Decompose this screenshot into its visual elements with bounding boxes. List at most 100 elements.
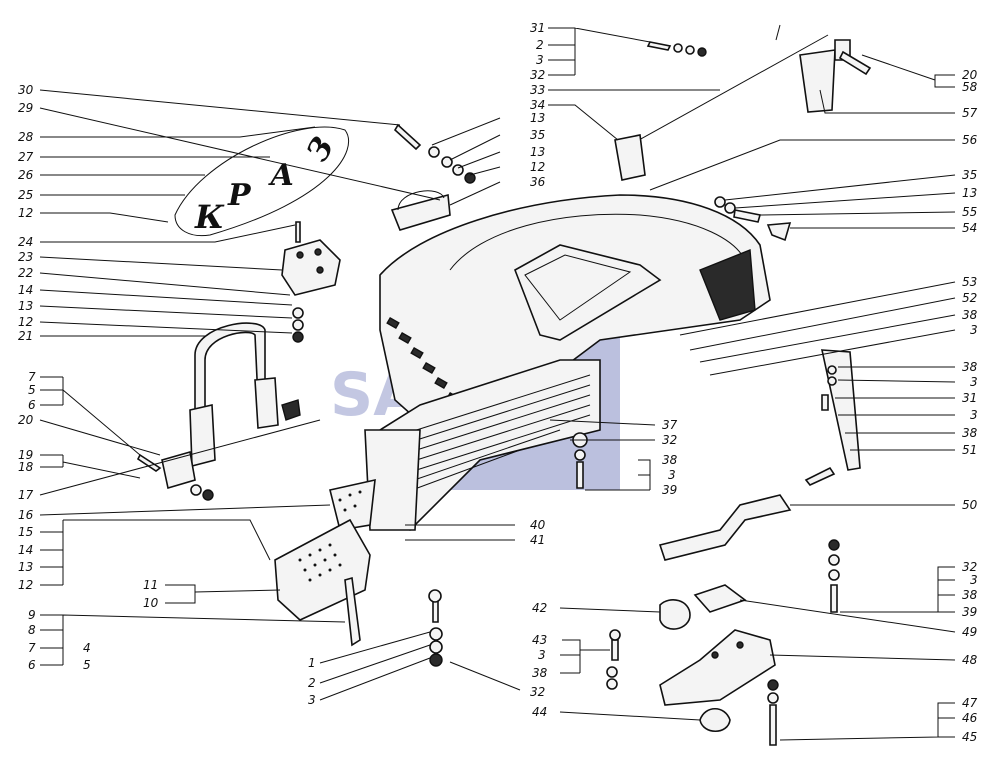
- callout-7: 7: [28, 641, 36, 655]
- callout-3: 3: [536, 53, 544, 67]
- callout-35: 35: [530, 128, 545, 142]
- callout-54: 54: [962, 221, 977, 235]
- callout-28: 28: [18, 130, 34, 144]
- callout-17: 17: [18, 488, 34, 502]
- callout-36: 36: [530, 175, 546, 189]
- callout-12: 12: [18, 315, 33, 329]
- callout-3: 3: [970, 375, 978, 389]
- callout-5: 5: [28, 383, 36, 397]
- callout-6: 6: [28, 658, 36, 672]
- callout-58: 58: [962, 80, 978, 94]
- lower-brackets: [606, 494, 792, 733]
- callout-11: 11: [143, 578, 158, 592]
- callout-8: 8: [28, 623, 36, 637]
- callout-48: 48: [962, 653, 978, 667]
- handle-part: [390, 190, 451, 231]
- bolt-washer-stack: [428, 589, 443, 667]
- callout-13: 13: [962, 186, 977, 200]
- callout-21: 21: [18, 329, 33, 343]
- callout-37: 37: [662, 418, 678, 432]
- right-support: [804, 349, 861, 486]
- callout-14: 14: [18, 543, 33, 557]
- callout-5: 5: [83, 658, 91, 672]
- top-left-fasteners: [393, 123, 476, 184]
- hinge-fasteners: [136, 450, 214, 501]
- callout-45: 45: [962, 730, 977, 744]
- callout-12: 12: [530, 160, 545, 174]
- callout-26: 26: [18, 168, 34, 182]
- callout-43: 43: [532, 633, 547, 647]
- right-top-fasteners: [714, 196, 792, 242]
- callout-3: 3: [970, 573, 978, 587]
- callout-4: 4: [83, 641, 91, 655]
- brand-letter-r: Р: [227, 178, 252, 213]
- callout-38: 38: [532, 666, 548, 680]
- callout-31: 31: [962, 391, 977, 405]
- center-bolt-stack: [572, 432, 588, 489]
- callout-20: 20: [962, 68, 978, 82]
- callout-39: 39: [662, 483, 677, 497]
- bracket-part: [281, 221, 341, 343]
- callout-9: 9: [28, 608, 36, 622]
- callout-6: 6: [28, 398, 36, 412]
- callout-14: 14: [18, 283, 33, 297]
- callout-32: 32: [530, 685, 545, 699]
- callout-41: 41: [530, 533, 545, 547]
- callout-3: 3: [970, 323, 978, 337]
- callout-39: 39: [962, 605, 977, 619]
- callout-3: 3: [308, 693, 316, 707]
- callout-49: 49: [962, 625, 977, 639]
- callout-3: 3: [668, 468, 676, 482]
- callout-labels: 30 29 28 27 26 25 12 24 23 22 14 13 12 2…: [18, 21, 978, 744]
- callout-16: 16: [18, 508, 34, 522]
- callout-35: 35: [962, 168, 977, 182]
- callout-10: 10: [143, 596, 159, 610]
- callout-24: 24: [18, 235, 33, 249]
- callout-29: 29: [18, 101, 33, 115]
- callout-15: 15: [18, 525, 33, 539]
- step-panel: [274, 429, 421, 647]
- callout-22: 22: [18, 266, 33, 280]
- brand-letter-k: К: [194, 198, 225, 236]
- callout-47: 47: [962, 696, 978, 710]
- callout-38: 38: [962, 588, 978, 602]
- callout-32: 32: [662, 433, 677, 447]
- callout-53: 53: [962, 275, 977, 289]
- callout-13: 13: [530, 145, 545, 159]
- callout-3: 3: [970, 408, 978, 422]
- callout-13: 13: [18, 560, 33, 574]
- hood-body: [379, 194, 771, 531]
- callout-52: 52: [962, 291, 977, 305]
- callout-32: 32: [530, 68, 545, 82]
- callout-7: 7: [28, 370, 36, 384]
- callout-2: 2: [308, 676, 316, 690]
- callout-19: 19: [18, 448, 33, 462]
- step-tread-dots: [298, 490, 362, 582]
- callout-55: 55: [962, 205, 977, 219]
- callout-25: 25: [18, 188, 33, 202]
- callout-12: 12: [18, 578, 33, 592]
- callout-13: 13: [530, 111, 545, 125]
- brand-letter-z: З: [300, 131, 341, 167]
- callout-38: 38: [662, 453, 678, 467]
- callout-33: 33: [530, 83, 545, 97]
- right-bolt-stacks: [767, 539, 840, 746]
- callout-38: 38: [962, 426, 978, 440]
- callout-27: 27: [18, 150, 34, 164]
- callout-51: 51: [962, 443, 977, 457]
- callout-30: 30: [18, 83, 34, 97]
- callout-32: 32: [962, 560, 977, 574]
- callout-1: 1: [308, 656, 316, 670]
- callout-18: 18: [18, 460, 34, 474]
- callout-31: 31: [530, 21, 545, 35]
- callout-13: 13: [18, 299, 33, 313]
- callout-46: 46: [962, 711, 978, 725]
- callout-56: 56: [962, 133, 978, 147]
- callout-40: 40: [530, 518, 546, 532]
- callout-23: 23: [18, 250, 33, 264]
- top-rod-assembly: [614, 24, 872, 181]
- u-frame: [189, 322, 301, 468]
- callout-34: 34: [530, 98, 545, 112]
- callout-42: 42: [532, 601, 547, 615]
